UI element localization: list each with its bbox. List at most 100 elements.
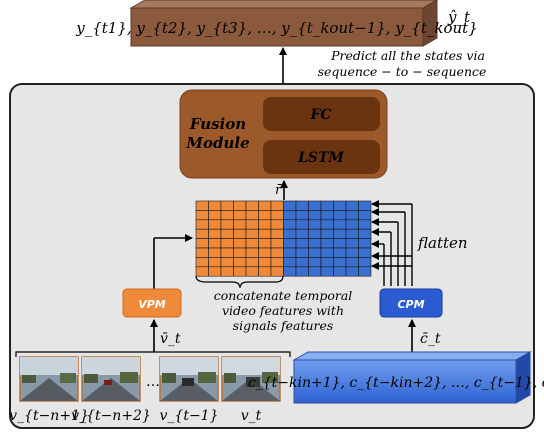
signal-feature-cell	[333, 200, 347, 211]
lstm-label: LSTM	[297, 150, 344, 166]
cpm-box	[379, 288, 443, 318]
video-feature-cell	[233, 266, 247, 277]
signal-feature-cell	[345, 257, 359, 268]
signal-feature-cell	[333, 219, 347, 230]
vpm-vector-label: v̄_t	[160, 331, 181, 347]
video-feature-cell	[258, 228, 272, 239]
video-feature-cell	[220, 238, 234, 249]
signal-feature-cell	[295, 266, 309, 277]
vpm-label: VPM	[138, 298, 166, 311]
video-feature-cell	[233, 257, 247, 268]
cpm-label: CPM	[397, 298, 424, 311]
video-frame-4	[221, 356, 281, 402]
signal-feature-cell	[283, 228, 297, 239]
video-feature-cell	[195, 210, 209, 221]
signal-feature-cell	[358, 200, 372, 211]
signal-feature-cell	[320, 257, 334, 268]
video-feature-cell	[208, 200, 222, 211]
frame-label-4: v_t	[241, 408, 262, 424]
signal-feature-cell	[320, 238, 334, 249]
video-feature-cell	[245, 219, 259, 230]
video-feature-cell	[258, 210, 272, 221]
signal-feature-cell	[283, 210, 297, 221]
video-feature-cell	[245, 257, 259, 268]
video-frame-3	[159, 356, 219, 402]
signal-feature-cell	[320, 210, 334, 221]
video-feature-cell	[270, 266, 284, 277]
video-feature-cell	[220, 266, 234, 277]
video-feature-cell	[270, 228, 284, 239]
video-feature-cell	[208, 247, 222, 258]
output-sequence-box: y_{t1}, y_{t2}, y_{t3}, …, y_{t_kout−1},…	[75, 0, 478, 47]
video-feature-cell	[270, 219, 284, 230]
signal-feature-cell	[358, 228, 372, 239]
concat-caption-1: concatenate temporal	[214, 288, 353, 303]
video-feature-cell	[245, 228, 259, 239]
cpm-vector-label: c̄_t	[420, 331, 441, 347]
signal-feature-cell	[333, 210, 347, 221]
signal-feature-cell	[345, 238, 359, 249]
video-feature-cell	[258, 219, 272, 230]
signal-feature-cell	[308, 219, 322, 230]
vpm-box	[122, 288, 182, 318]
video-feature-cell	[270, 210, 284, 221]
signal-feature-cell	[283, 219, 297, 230]
signal-feature-cell	[358, 257, 372, 268]
signal-feature-cell	[320, 228, 334, 239]
video-feature-cell	[233, 210, 247, 221]
signal-feature-cell	[283, 266, 297, 277]
signal-feature-cell	[283, 257, 297, 268]
signal-feature-cell	[283, 238, 297, 249]
signal-feature-cell	[283, 247, 297, 258]
signal-feature-cell	[333, 257, 347, 268]
flatten-arrows	[371, 200, 413, 286]
signal-feature-cell	[295, 257, 309, 268]
concat-caption-2: video features with	[222, 303, 344, 318]
video-feature-cell	[208, 228, 222, 239]
video-feature-cell	[195, 247, 209, 258]
signal-feature-cell	[308, 257, 322, 268]
video-feature-cell	[233, 247, 247, 258]
video-feature-cell	[245, 247, 259, 258]
video-feature-cell	[245, 266, 259, 277]
video-feature-cell	[195, 238, 209, 249]
signal-feature-cell	[358, 210, 372, 221]
frames-bracket	[15, 351, 291, 357]
signal-feature-cell	[295, 219, 309, 230]
signal-feature-cell	[308, 247, 322, 258]
video-feature-cell	[258, 200, 272, 211]
signal-feature-cell	[320, 200, 334, 211]
signal-feature-cell	[295, 238, 309, 249]
output-label: ŷ_t	[447, 8, 471, 26]
signal-feature-cell	[345, 210, 359, 221]
video-feature-cell	[245, 210, 259, 221]
signal-feature-cell	[345, 247, 359, 258]
feature-grid	[195, 200, 372, 277]
signal-feature-cell	[295, 200, 309, 211]
video-feature-cell	[270, 200, 284, 211]
video-feature-cell	[208, 266, 222, 277]
signal-feature-cell	[345, 228, 359, 239]
concat-caption-3: signals features	[233, 318, 334, 333]
fc-block	[263, 97, 380, 131]
signal-feature-cell	[345, 266, 359, 277]
frame-label-2: v_{t−n+2}	[71, 408, 151, 424]
video-feature-cell	[258, 266, 272, 277]
frames-ellipsis: …	[146, 374, 160, 390]
video-feature-cell	[208, 238, 222, 249]
video-feature-cell	[208, 257, 222, 268]
video-feature-cell	[258, 257, 272, 268]
video-feature-cell	[233, 200, 247, 211]
signals-box: c_{t−kin+1}, c_{t−kin+2}, …, c_{t−1}, c_…	[248, 351, 544, 404]
signal-feature-cell	[358, 238, 372, 249]
signal-feature-cell	[295, 210, 309, 221]
signals-text: c_{t−kin+1}, c_{t−kin+2}, …, c_{t−1}, c_…	[248, 375, 544, 391]
signal-feature-cell	[345, 200, 359, 211]
signal-feature-cell	[333, 228, 347, 239]
predict-caption-line2: sequence − to − sequence	[318, 64, 487, 79]
frame-label-1: v_{t−n+1}	[9, 408, 89, 424]
video-feature-cell	[233, 238, 247, 249]
signal-feature-cell	[333, 247, 347, 258]
signal-feature-cell	[320, 247, 334, 258]
r-bar-label: r̄	[275, 183, 283, 198]
